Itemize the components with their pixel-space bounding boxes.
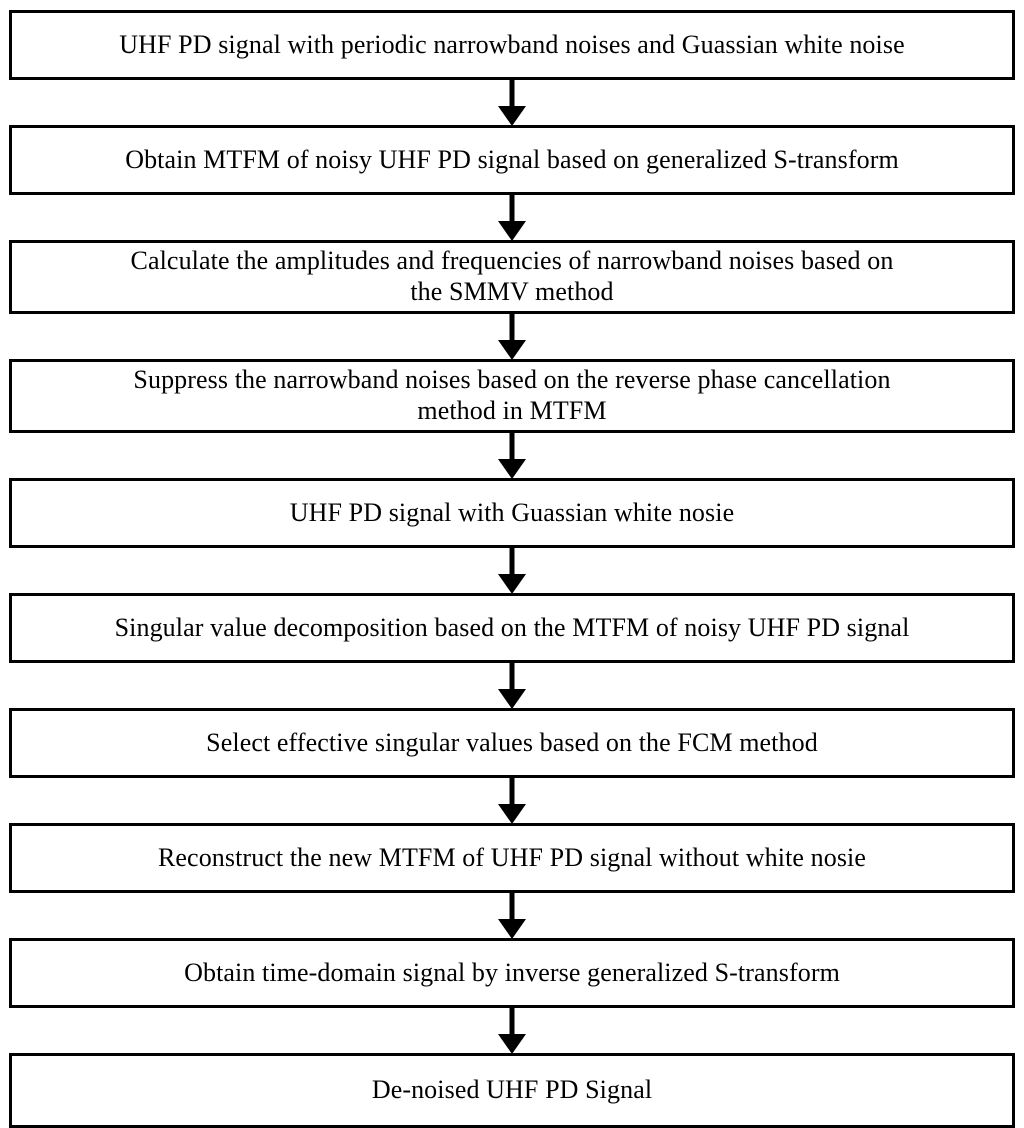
arrow-stem <box>509 663 515 693</box>
flowchart-node-select-singular-values: Select effective singular values based o… <box>9 708 1015 778</box>
flowchart-node-singular-value-decomposition: Singular value decomposition based on th… <box>9 593 1015 663</box>
flowchart-connector-8 <box>9 893 1015 939</box>
flowchart-node-input-signal: UHF PD signal with periodic narrowband n… <box>9 10 1015 80</box>
down-arrow-icon <box>498 574 526 594</box>
flowchart-connector-4 <box>9 433 1015 479</box>
flowchart-node-output-denoised-signal: De-noised UHF PD Signal <box>9 1053 1015 1128</box>
flowchart-connector-6 <box>9 663 1015 709</box>
flowchart-connector-7 <box>9 778 1015 824</box>
flowchart-node-signal-with-white-noise: UHF PD signal with Guassian white nosie <box>9 478 1015 548</box>
down-arrow-icon <box>498 1034 526 1054</box>
arrow-stem <box>509 80 515 110</box>
down-arrow-icon <box>498 689 526 709</box>
flowchart-node-inverse-s-transform: Obtain time-domain signal by inverse gen… <box>9 938 1015 1008</box>
down-arrow-icon <box>498 221 526 241</box>
down-arrow-icon <box>498 106 526 126</box>
flowchart-node-reconstruct-mtfm: Reconstruct the new MTFM of UHF PD signa… <box>9 823 1015 893</box>
down-arrow-icon <box>498 340 526 360</box>
node-label: De-noised UHF PD Signal <box>371 1075 653 1105</box>
arrow-stem <box>509 778 515 808</box>
arrow-stem <box>509 1008 515 1038</box>
arrow-stem <box>509 548 515 578</box>
flowchart-connector-9 <box>9 1008 1015 1054</box>
arrow-stem <box>509 893 515 923</box>
node-label: Singular value decomposition based on th… <box>114 612 910 642</box>
arrow-stem <box>509 314 515 344</box>
flowchart-node-suppress-narrowband-noises: Suppress the narrowband noises based on … <box>9 359 1015 433</box>
flowchart-connector-2 <box>9 195 1015 241</box>
node-label: UHF PD signal with periodic narrowband n… <box>119 29 905 59</box>
node-label: Select effective singular values based o… <box>206 727 818 757</box>
arrow-stem <box>509 195 515 225</box>
arrow-stem <box>509 433 515 463</box>
flowchart-node-calculate-amplitudes-frequencies: Calculate the amplitudes and frequencies… <box>9 240 1015 314</box>
down-arrow-icon <box>498 919 526 939</box>
flowchart-connector-5 <box>9 548 1015 594</box>
down-arrow-icon <box>498 804 526 824</box>
node-label: Reconstruct the new MTFM of UHF PD signa… <box>157 842 867 872</box>
down-arrow-icon <box>498 459 526 479</box>
flowchart-connector-3 <box>9 314 1015 360</box>
node-label: Calculate the amplitudes and frequencies… <box>130 246 894 306</box>
flowchart-node-obtain-mtfm: Obtain MTFM of noisy UHF PD signal based… <box>9 125 1015 195</box>
flowchart-connector-1 <box>9 80 1015 126</box>
node-label: Suppress the narrowband noises based on … <box>133 365 891 425</box>
node-label: UHF PD signal with Guassian white nosie <box>289 497 735 527</box>
node-label: Obtain time-domain signal by inverse gen… <box>184 957 840 987</box>
node-label: Obtain MTFM of noisy UHF PD signal based… <box>125 144 899 174</box>
